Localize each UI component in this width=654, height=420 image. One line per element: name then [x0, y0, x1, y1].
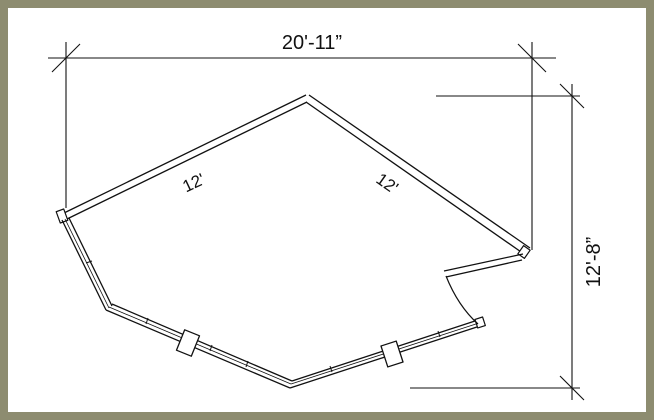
wall-right-segment-label: 12': [373, 169, 402, 197]
wall-left-window: [61, 217, 113, 311]
height-tick-bottom: [559, 375, 585, 401]
height-dimension: [410, 83, 585, 401]
drawing-sheet: [8, 8, 646, 412]
wall-right-short: [443, 253, 524, 278]
wall-left-segment-label: 12': [180, 170, 208, 197]
wall-bottom-left-window: [105, 303, 293, 389]
column-left: [175, 329, 201, 357]
width-dimension: [48, 42, 556, 250]
walls: [55, 94, 531, 389]
width-tick-left: [51, 43, 81, 73]
wall-top-right: [305, 94, 531, 259]
height-tick-top: [559, 83, 585, 109]
window-mullions: [85, 260, 441, 373]
width-tick-right: [517, 43, 547, 73]
column-right: [380, 340, 404, 368]
door-swing-arc: [445, 275, 479, 325]
wall-top-left: [63, 94, 308, 220]
width-dimension-label: 20'-11”: [282, 32, 342, 54]
height-dimension-label: 12'-8”: [583, 237, 605, 288]
